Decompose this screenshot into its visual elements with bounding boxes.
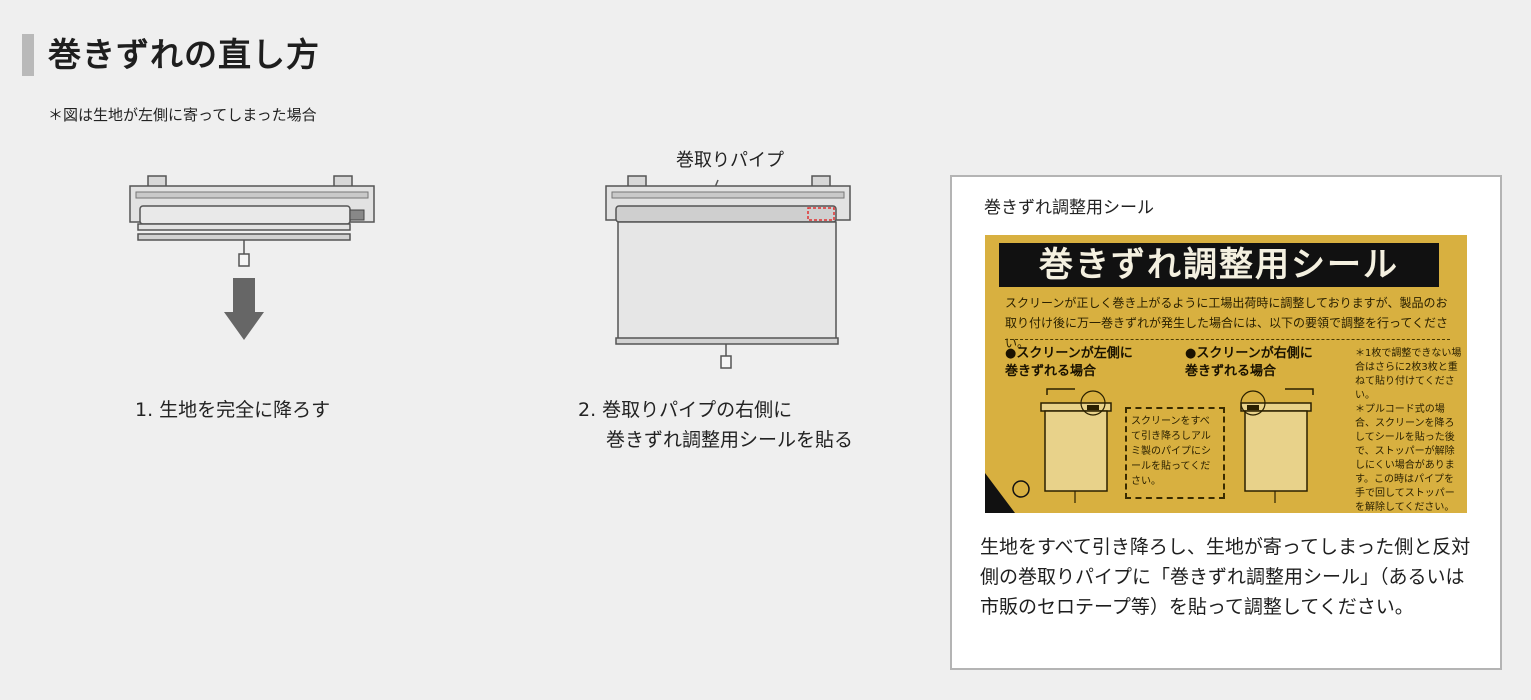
panel-label: 巻きずれ調整用シール	[984, 198, 1154, 218]
title-accent-bar	[22, 34, 34, 76]
sticker-intro: スクリーンが正しく巻き上がるように工場出荷時に調整しておりますが、製品のお取り付…	[1005, 296, 1449, 350]
sticker-diagram-right	[1240, 388, 1314, 503]
step2-caption-line1: 2. 巻取りパイプの右側に	[578, 399, 793, 421]
page-title: 巻きずれの直し方	[48, 35, 320, 74]
page-note: ＊図は生地が左側に寄ってしまった場合	[48, 106, 317, 124]
sticker-diagram-left	[1040, 388, 1112, 503]
step1-figure	[129, 175, 375, 340]
sticker-image: 巻きずれ調整用シール スクリーンが正しく巻き上がるように工場出荷時に調整しており…	[985, 235, 1467, 513]
step2-figure	[605, 175, 851, 369]
sticker-corner-graphic	[985, 473, 1030, 513]
panel-description: 生地をすべて引き降ろし、生地が寄ってしまった側と反対側の巻取りパイプに「巻きずれ…	[980, 536, 1471, 618]
sticker-panel: 巻きずれ調整用シール 巻きずれ調整用シール スクリーンが正しく巻き上がるように工…	[950, 175, 1502, 670]
sticker-side-note: ＊1枚で調整できない場合はさらに2枚3枚と重ねて貼り付けてください。 ＊プルコー…	[1355, 348, 1462, 513]
step2-caption-line2: 巻きずれ調整用シールを貼る	[606, 429, 854, 451]
case-left: ●スクリーンが左側に 巻きずれる場合	[1005, 346, 1133, 379]
sticker-separator	[1005, 339, 1450, 340]
case-right: ●スクリーンが右側に 巻きずれる場合	[1185, 346, 1313, 379]
step1-caption: 1. 生地を完全に降ろす	[135, 399, 331, 421]
sticker-title: 巻きずれ調整用シール	[999, 243, 1439, 287]
pipe-label: 巻取りパイプ	[676, 150, 784, 171]
sticker-instruction-box: スクリーンをすべて引き降ろしアルミ製のパイプにシールを貼ってください。	[1125, 407, 1225, 499]
